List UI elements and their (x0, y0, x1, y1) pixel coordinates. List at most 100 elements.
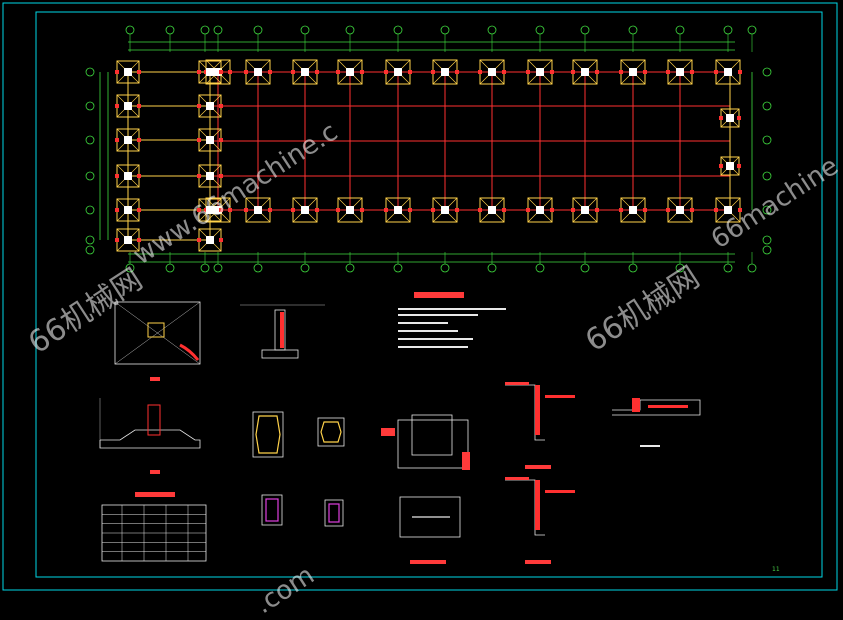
column-pier (581, 68, 589, 76)
title-tag (640, 445, 660, 447)
title-tag (525, 465, 551, 469)
tie-mark (197, 104, 201, 108)
footing (115, 128, 141, 152)
footing (115, 228, 141, 252)
footing (197, 128, 223, 152)
tie-mark (228, 208, 232, 212)
line (114, 301, 201, 365)
column-pier (536, 68, 544, 76)
title-tag (505, 477, 529, 480)
tie-mark (137, 174, 141, 178)
stirrup (320, 421, 342, 443)
axis-bubble-left (85, 245, 95, 255)
column-pier (536, 206, 544, 214)
column-pier (346, 206, 354, 214)
tie-mark (197, 208, 201, 212)
column-pier (206, 236, 214, 244)
tie-mark (219, 104, 223, 108)
tie-mark (738, 208, 742, 212)
tie-mark (244, 70, 248, 74)
column-pier (726, 114, 734, 122)
detail-drawings (99, 292, 701, 564)
tie-mark (336, 208, 340, 212)
footing (197, 198, 223, 222)
stirrup (265, 498, 279, 522)
rebar (280, 312, 284, 348)
tie-mark (737, 164, 741, 168)
tie-mark (595, 70, 599, 74)
wall-footing (261, 349, 299, 359)
footing (666, 59, 694, 85)
column-pier (254, 206, 262, 214)
foundation-plan (85, 25, 772, 273)
footing (526, 59, 554, 85)
tie-mark (336, 70, 340, 74)
footing (115, 94, 141, 118)
note-line (398, 322, 448, 324)
axis-bubble-right (762, 245, 772, 255)
axis-bubble-left (85, 235, 95, 245)
tie-mark (502, 70, 506, 74)
note-line (398, 338, 473, 340)
column-pier (301, 206, 309, 214)
footing (719, 156, 741, 176)
tie-mark (219, 70, 223, 74)
tie-mark (137, 70, 141, 74)
tie-mark (219, 174, 223, 178)
tie-mark (115, 70, 119, 74)
tie-mark (550, 70, 554, 74)
pit-wall (411, 414, 453, 456)
note-line (398, 346, 468, 348)
footing (714, 197, 742, 223)
tie-mark (571, 70, 575, 74)
tie-mark (115, 238, 119, 242)
column-pier (346, 68, 354, 76)
axis-bubble-right (762, 171, 772, 181)
tie-mark (268, 70, 272, 74)
footing (571, 59, 599, 85)
axis-bubble-left (85, 101, 95, 111)
column-pier (214, 206, 222, 214)
footing (244, 59, 272, 85)
axis-bubble-right (762, 67, 772, 77)
pier-section (147, 404, 161, 436)
tie-mark (228, 70, 232, 74)
tie-mark (719, 164, 723, 168)
tie-mark (197, 238, 201, 242)
column-section (252, 411, 284, 458)
column-pier (206, 136, 214, 144)
pit-mark (462, 452, 470, 470)
footing (526, 197, 554, 223)
tie-mark (666, 208, 670, 212)
stirrup (255, 415, 281, 454)
title-tag (525, 560, 551, 564)
rebar (648, 405, 688, 408)
footing (197, 164, 223, 188)
tie-mark (115, 208, 119, 212)
tie-mark (268, 208, 272, 212)
footing (431, 59, 459, 85)
footing (384, 59, 412, 85)
outer-frame (2, 2, 838, 591)
footing (384, 197, 412, 223)
note-line (398, 314, 478, 316)
tie-mark (690, 70, 694, 74)
column-pier (124, 206, 132, 214)
column-pier (206, 68, 214, 76)
axis-bubble-right (762, 235, 772, 245)
column-pier (206, 172, 214, 180)
tie-mark (360, 70, 364, 74)
footing (291, 197, 319, 223)
note-line (398, 308, 506, 310)
footing (244, 197, 272, 223)
pit-mark (381, 428, 395, 436)
axis-bubble-left (85, 205, 95, 215)
tie-mark (137, 138, 141, 142)
column-pier (124, 68, 132, 76)
rebar (632, 398, 640, 412)
footing (291, 59, 319, 85)
column-pier (676, 206, 684, 214)
rebar (535, 480, 540, 530)
title-tag (410, 560, 446, 564)
tie-mark (550, 208, 554, 212)
